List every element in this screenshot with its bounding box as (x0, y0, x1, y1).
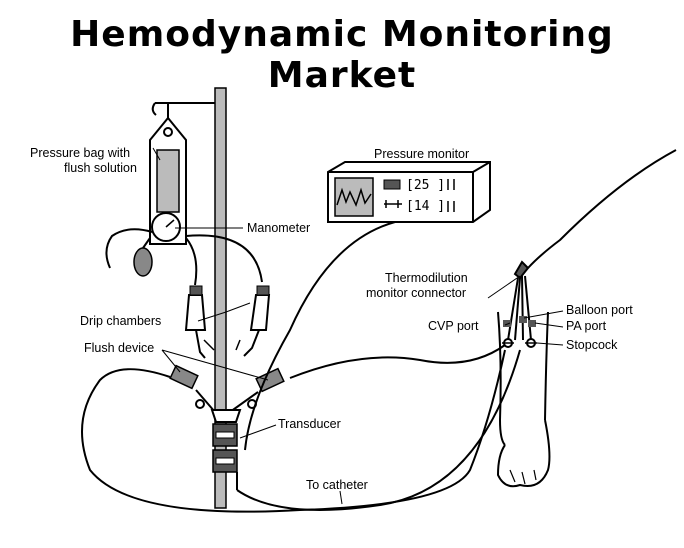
patient-hand (496, 419, 551, 488)
flush-device-left (169, 364, 199, 390)
transducer-manifold (210, 409, 242, 423)
label-transducer: Transducer (278, 417, 341, 431)
label-thermodilution-1: Thermodilution (385, 271, 468, 285)
label-cvp-port: CVP port (428, 319, 479, 333)
label-pressure-bag-2: flush solution (64, 161, 137, 175)
drip-chamber-left (184, 294, 207, 331)
monitor-reading-top: [25 ] (406, 178, 445, 193)
lumen-1 (514, 277, 521, 341)
monitor-reading-bottom: [14 ] (406, 199, 445, 214)
tubing-right-loop (289, 344, 506, 379)
lumen-4 (507, 277, 519, 341)
lumen-2 (521, 275, 524, 341)
flush-device-right (255, 367, 285, 393)
monitor-screen (334, 177, 374, 217)
tubing-left-loop (81, 349, 506, 513)
bulb (133, 247, 153, 277)
monitor-cable (244, 221, 396, 451)
label-drip-chambers: Drip chambers (80, 314, 161, 328)
tubing-to-catheter (236, 349, 521, 511)
label-pa-port: PA port (566, 319, 607, 333)
label-pressure-bag-1: Pressure bag with (30, 146, 130, 160)
label-thermodilution-2: monitor connector (366, 286, 466, 300)
flush-solution (156, 149, 180, 213)
label-balloon-port: Balloon port (566, 303, 633, 317)
iv-tubing-right (185, 234, 263, 283)
iv-pole (214, 87, 227, 509)
lumen-3 (524, 275, 532, 341)
thermo-connector (513, 260, 530, 280)
hanger-arm (151, 102, 215, 118)
monitor-waveform (336, 187, 372, 208)
drip-chamber-right (249, 294, 271, 331)
label-flush-device: Flush device (84, 341, 154, 355)
thermodilution-cable (527, 149, 677, 269)
label-stopcock: Stopcock (566, 338, 618, 352)
label-manometer: Manometer (247, 221, 310, 235)
patient-arm (497, 311, 549, 446)
page-title: Hemodynamic Monitoring Market (70, 14, 614, 96)
label-to-catheter: To catheter (306, 478, 368, 492)
inflation-bulb (105, 228, 153, 269)
label-pressure-monitor: Pressure monitor (374, 147, 469, 161)
iv-tubing-left (185, 237, 198, 286)
